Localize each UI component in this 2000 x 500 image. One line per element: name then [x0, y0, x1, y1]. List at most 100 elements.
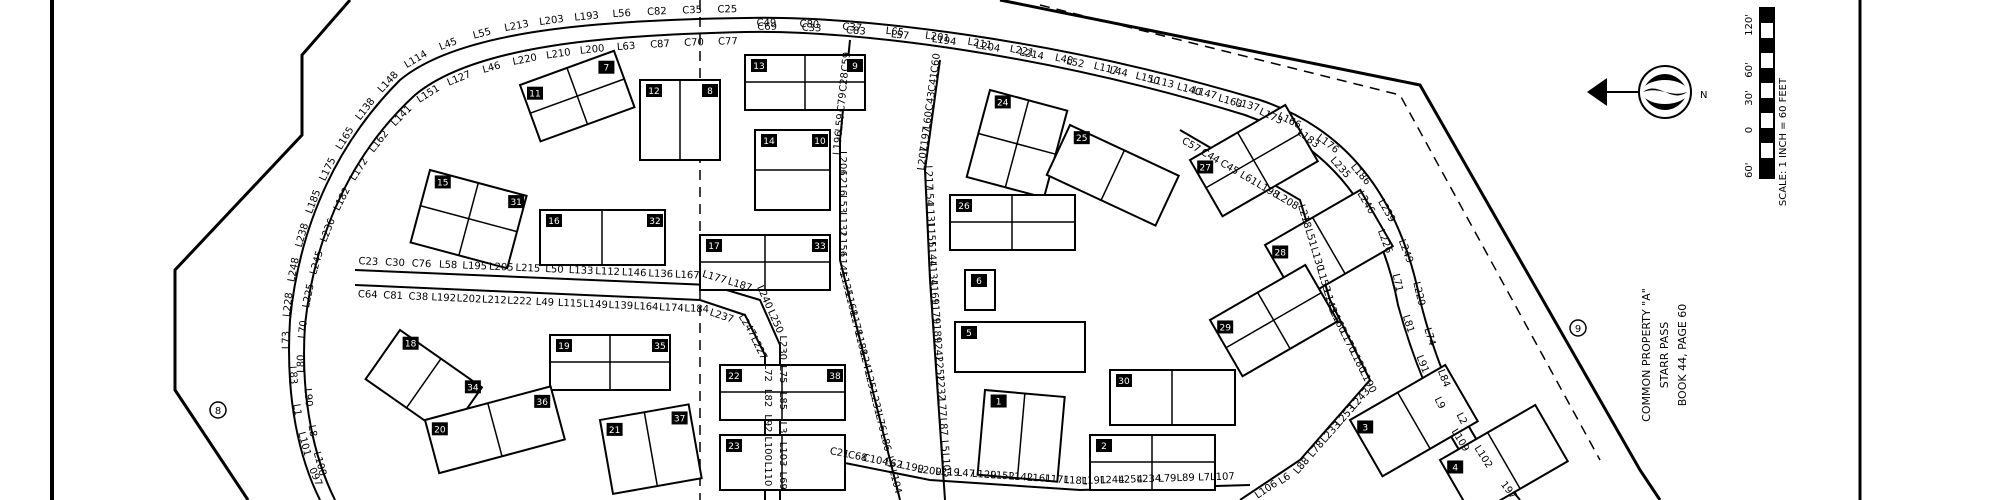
- segment-label: L44: [1108, 65, 1128, 80]
- segment-label: L185: [304, 188, 323, 215]
- segment-label: L8: [306, 424, 319, 438]
- building-number-tag: 13: [751, 59, 767, 72]
- segment-label: L87: [937, 417, 949, 436]
- segment-label: L59: [834, 113, 847, 132]
- building-number-tag: 29: [1217, 320, 1234, 334]
- segment-label: L105: [939, 452, 952, 477]
- segment-label: L3: [777, 422, 788, 434]
- segment-label: L69: [777, 472, 788, 490]
- segment-label: L179: [929, 299, 942, 324]
- building-number-tag: 5: [961, 326, 977, 339]
- building-number-tag: 24: [994, 95, 1011, 109]
- segment-label: L248: [286, 257, 302, 283]
- segment-label: L146: [622, 267, 647, 279]
- segment-label: C43: [924, 91, 938, 112]
- segment-label: L252: [933, 357, 946, 382]
- segment-label: L46: [481, 60, 502, 76]
- segment-label: L164: [634, 301, 659, 313]
- building-number-tag: 3: [1357, 420, 1374, 434]
- segment-label: L65: [885, 26, 904, 39]
- building-number: 8: [707, 87, 713, 97]
- building-number-tag: 8: [702, 84, 718, 97]
- segment-label: L110: [762, 462, 773, 487]
- building-number: 13: [753, 62, 764, 72]
- segment-label: L70: [297, 320, 310, 339]
- building-number: 24: [997, 98, 1009, 108]
- common-property-title: COMMON PROPERTY "A": [1640, 288, 1653, 422]
- building-number-tag: 31: [508, 195, 525, 209]
- segment-label: C38: [408, 291, 428, 303]
- building-number-tag: 25: [1073, 131, 1090, 145]
- segment-label: L189: [930, 318, 943, 343]
- segment-label: L7: [1198, 472, 1210, 483]
- segment-label: L229: [1410, 281, 1426, 308]
- building: [1188, 103, 1320, 218]
- building-number-tag: 36: [534, 394, 551, 408]
- segment-label: L75: [777, 365, 788, 383]
- segment-label: L244: [1100, 475, 1125, 487]
- segment-label: L49: [535, 297, 554, 309]
- segment-label: L193: [574, 10, 600, 23]
- segment-label: L132: [837, 212, 848, 237]
- segment-label: L204: [975, 40, 1001, 55]
- building-number: 16: [548, 217, 560, 227]
- segment-label: L60: [922, 110, 935, 130]
- segment-label: L50: [545, 264, 564, 276]
- segment-label: C33: [801, 22, 821, 34]
- building-number: 25: [1076, 134, 1087, 144]
- segment-label: L88: [1292, 456, 1312, 477]
- segment-label: L48: [1054, 53, 1074, 68]
- segment-label: L62: [883, 457, 903, 471]
- building-number: 21: [609, 426, 620, 436]
- building-number-tag: 15: [434, 175, 451, 189]
- building-number: 10: [814, 137, 826, 147]
- building-number: 23: [728, 442, 739, 452]
- segment-label: L182: [332, 186, 353, 213]
- segment-label: L92: [762, 414, 773, 432]
- road-outer-2: [303, 31, 746, 500]
- building-number-tag: 32: [647, 214, 663, 227]
- building-number-tag: 18: [402, 336, 419, 350]
- segment-label: L215: [515, 263, 540, 275]
- segment-label: C57: [1180, 136, 1203, 155]
- circle-marker-label: 9: [1575, 324, 1581, 335]
- scale-text: SCALE: 1 INCH = 60 FEET: [1778, 77, 1789, 206]
- segment-label: L210: [545, 47, 571, 62]
- segment-label: L184: [684, 303, 709, 315]
- segment-label: L127: [446, 69, 473, 88]
- building-number: 18: [405, 340, 417, 350]
- segment-label: L57: [890, 29, 909, 42]
- north-label: N: [1700, 90, 1707, 101]
- segment-label: L79: [1158, 473, 1177, 485]
- segment-label: L211: [967, 37, 993, 52]
- segment-label: L51: [1302, 228, 1318, 249]
- building-number-tag: 2: [1096, 439, 1112, 452]
- segment-label: L81: [1400, 314, 1416, 335]
- building-number: 17: [708, 242, 719, 252]
- segment-label: L152: [990, 470, 1015, 483]
- building-number: 12: [648, 87, 659, 97]
- building-number-tag: 37: [671, 411, 688, 425]
- segment-label: L161: [1026, 472, 1051, 485]
- segment-label: L236: [319, 217, 338, 244]
- building-number-tag: 34: [464, 380, 481, 394]
- segment-label: L117: [1093, 61, 1120, 77]
- scale-bar: [1759, 7, 1775, 179]
- segment-label: L56: [612, 8, 631, 20]
- building-number: 11: [529, 90, 540, 100]
- building: [964, 269, 996, 311]
- segment-label: L86: [878, 432, 893, 452]
- segment-label: C81: [383, 290, 403, 302]
- building-number-tag: 28: [1272, 245, 1289, 259]
- segment-label: L114: [403, 49, 430, 71]
- segment-label: L181: [1063, 475, 1088, 488]
- segment-label: L247: [736, 312, 758, 339]
- segment-label: L72: [762, 364, 773, 382]
- property-boundary-east: [999, 0, 1662, 500]
- building-number: 3: [1362, 423, 1368, 433]
- segment-label: C76: [411, 258, 431, 270]
- segment-label: L142: [1008, 471, 1033, 484]
- segment-label: C41: [927, 72, 941, 93]
- segment-label: L53: [837, 195, 848, 213]
